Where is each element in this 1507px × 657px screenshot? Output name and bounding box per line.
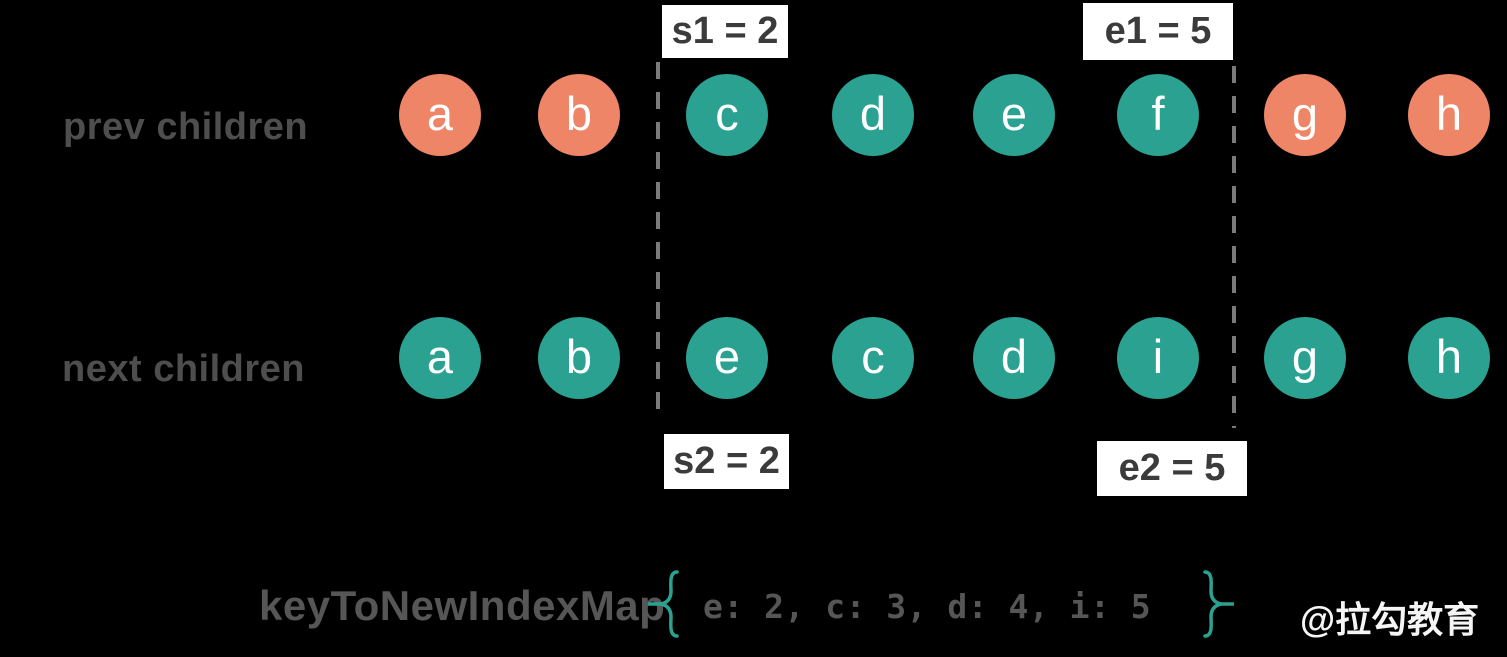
dashed-line-end-pointer: [1232, 66, 1236, 428]
marker-e1-label: e1 = 5: [1083, 3, 1233, 60]
node-circle-a: a: [399, 74, 481, 156]
marker-e2-label: e2 = 5: [1097, 441, 1247, 496]
close-brace-icon: [1203, 570, 1234, 638]
map-entries-text: e: 2, c: 3, d: 4, i: 5: [703, 587, 1152, 626]
dashed-line-start-pointer: [656, 62, 660, 422]
marker-s2-label: s2 = 2: [664, 434, 789, 489]
node-circle-d: d: [973, 317, 1055, 399]
node-circle-h: h: [1408, 317, 1490, 399]
node-circle-i: i: [1117, 317, 1199, 399]
node-circle-c: c: [686, 74, 768, 156]
marker-s1-label: s1 = 2: [662, 5, 788, 58]
node-circle-b: b: [538, 74, 620, 156]
node-circle-g: g: [1264, 74, 1346, 156]
node-circle-e: e: [686, 317, 768, 399]
node-circle-h: h: [1408, 74, 1490, 156]
node-circle-f: f: [1117, 74, 1199, 156]
open-brace-icon: [648, 570, 679, 638]
node-circle-d: d: [832, 74, 914, 156]
node-circle-b: b: [538, 317, 620, 399]
node-circle-a: a: [399, 317, 481, 399]
node-circle-e: e: [973, 74, 1055, 156]
node-circle-c: c: [832, 317, 914, 399]
next-children-label: next children: [62, 348, 305, 390]
prev-children-label: prev children: [63, 106, 309, 148]
watermark-text: @拉勾教育: [1300, 599, 1480, 640]
key-to-new-index-map-label: keyToNewIndexMap: [259, 582, 666, 629]
node-circle-g: g: [1264, 317, 1346, 399]
